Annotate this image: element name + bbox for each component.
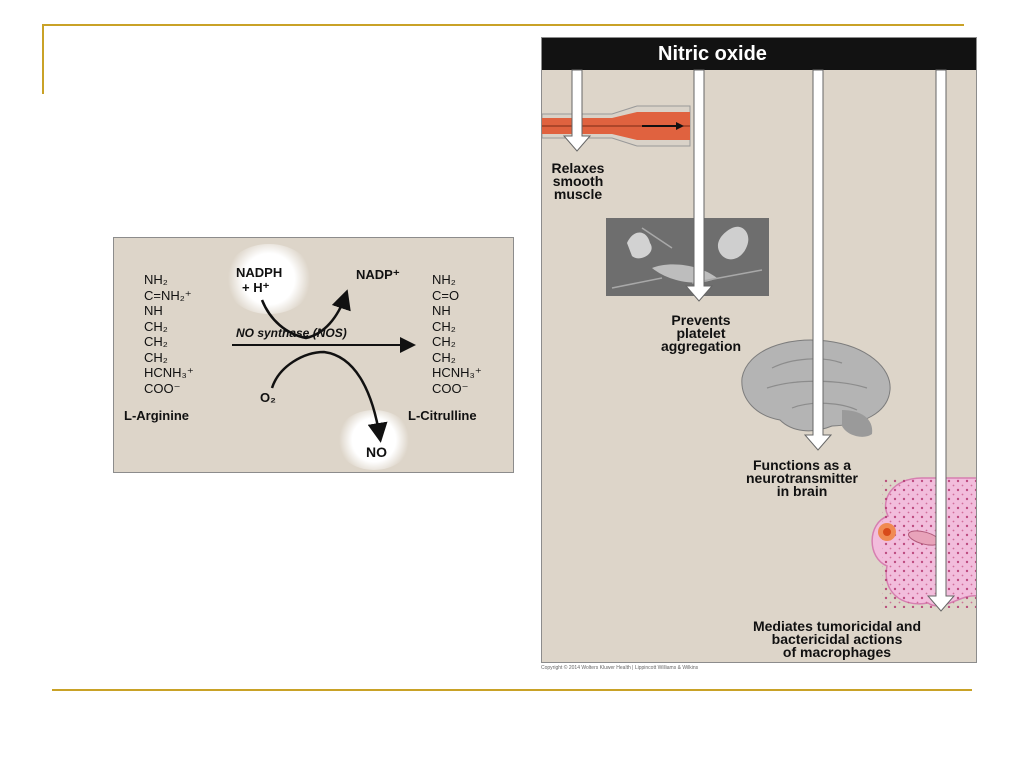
effect-text-line: neurotransmitter [745,470,859,486]
o2-to-no-arrow [270,350,388,443]
nos-reaction-panel: NADPH + H⁺ NADP⁺ O₂ NO NO synthase (NOS)… [113,237,514,473]
citrulline-line: CH₂ [432,349,456,365]
slide-frame-bottom-line [52,689,972,691]
arginine-line: COO⁻ [144,380,181,396]
effect-neurotransmitter-in-brain: Functions as a neurotransmitter in brain [712,457,892,499]
effect-relaxes-smooth-muscle: Relaxes smooth muscle [546,160,610,202]
effect-text-line: aggregation [660,338,742,354]
arginine-line: C=NH₂⁺ [144,287,192,303]
citrulline-line: CH₂ [432,318,456,334]
arginine-line: HCNH₃⁺ [144,365,194,380]
macrophage-icon [871,477,976,608]
arginine-structure: NH₂ C=NH₂⁺ NH CH₂ CH₂ CH₂ HCNH₃⁺ COO⁻ [144,272,234,396]
nitric-oxide-title: Nitric oxide [658,43,767,65]
nadph-label: NADPH [236,265,283,280]
effect-text-line: bactericidal actions [771,631,903,647]
effect-text-line: Mediates tumoricidal and [752,618,922,634]
citrulline-line: COO⁻ [432,380,469,396]
smooth-muscle-vessel-icon [542,105,691,147]
effect-illustrations [542,69,976,612]
nadph-glow [224,244,314,314]
reaction-arrows [232,289,416,443]
arginine-line: NH₂ [144,272,168,287]
citrulline-line: C=O [432,287,460,303]
no-product-label: NO [366,444,387,460]
effect-text-line: muscle [553,186,603,202]
citrulline-line: NH [432,303,451,318]
nitric-oxide-header: Nitric oxide [542,38,976,70]
effect-text-line: Prevents [671,312,731,328]
citrulline-structure: NH₂ C=O NH CH₂ CH₂ CH₂ HCNH₃⁺ COO⁻ [432,272,512,396]
effect-text-line: Functions as a [752,457,852,473]
arginine-name: L-Arginine [124,408,189,423]
citrulline-line: CH₂ [432,334,456,349]
effect-macrophage-actions: Mediates tumoricidal and bactericidal ac… [702,618,972,660]
effect-text-line: in brain [776,483,828,499]
arginine-line: CH₂ [144,349,168,365]
arginine-line: NH [144,303,163,318]
effect-text-line: Relaxes [551,160,605,176]
slide-frame-top-line [42,24,964,26]
copyright-text: Copyright © 2014 Wolters Kluwer Health |… [541,665,699,671]
nadp-plus-label: NADP⁺ [356,267,400,282]
effect-text-line: of macrophages [782,644,892,660]
enzyme-label: NO synthase (NOS) [236,326,347,340]
effect-text-line: platelet [676,325,726,341]
effect-text-line: smooth [552,173,604,189]
h-plus-label: + H⁺ [242,280,270,295]
effect-arrows [562,69,956,612]
nadph-to-nadp-arrow [260,289,351,340]
citrulline-name: L-Citrulline [408,408,477,423]
citrulline-line: NH₂ [432,272,456,287]
arginine-line: CH₂ [144,334,168,349]
citrulline-line: HCNH₃⁺ [432,365,482,380]
effect-prevents-platelet-aggregation: Prevents platelet aggregation [636,312,766,354]
nitric-oxide-panel: Nitric oxide [541,37,977,663]
arginine-line: CH₂ [144,318,168,334]
o2-label: O₂ [260,390,276,405]
slide-frame-left-line [42,24,44,94]
platelet-micrograph-icon [606,218,769,296]
